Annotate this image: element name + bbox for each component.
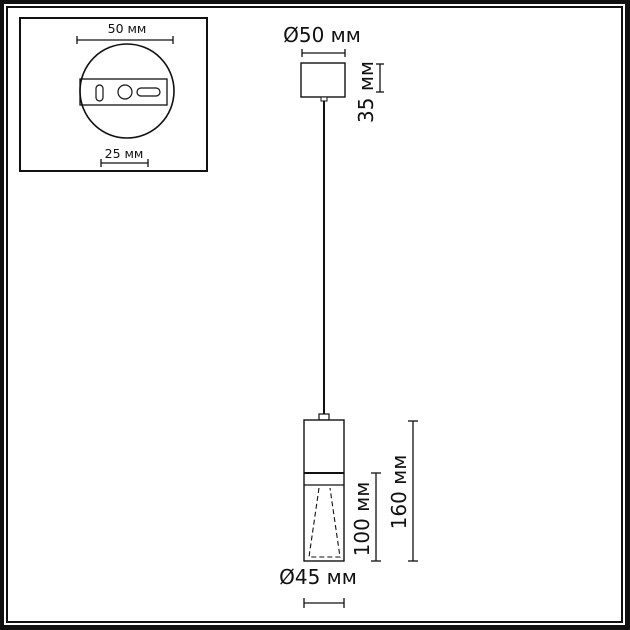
canopy-height-label: 35 мм bbox=[354, 61, 378, 123]
lamp-shade bbox=[303, 413, 345, 562]
total-height-label: 160 мм bbox=[387, 455, 411, 530]
inset-top-label: 50 мм bbox=[108, 21, 147, 36]
lower-height-label: 100 мм bbox=[350, 482, 374, 557]
total-height-dimension bbox=[408, 420, 418, 562]
mounting-bracket bbox=[79, 78, 168, 106]
shade-diameter-label: Ø45 мм bbox=[279, 565, 357, 589]
inset-mount-top-view: 50 мм 25 мм bbox=[19, 17, 208, 172]
dimension-line-25 bbox=[100, 159, 149, 167]
bracket-center-hole bbox=[117, 84, 133, 100]
canopy-diameter-dimension bbox=[301, 49, 346, 57]
inset-bottom-label: 25 мм bbox=[105, 146, 144, 161]
lower-height-dimension bbox=[371, 472, 381, 562]
shade-cable-entry bbox=[318, 413, 330, 421]
cable-grip bbox=[320, 96, 328, 102]
shade-diameter-dimension bbox=[303, 598, 345, 608]
canopy-body bbox=[300, 62, 346, 98]
canopy-side-view: Ø50 мм 35 мм bbox=[283, 23, 384, 123]
bracket-slot-horizontal bbox=[136, 87, 161, 97]
inner-cone-dashed bbox=[308, 487, 341, 558]
bracket-slot-vertical bbox=[95, 84, 104, 102]
canopy-diameter-label: Ø50 мм bbox=[283, 23, 361, 47]
canopy-height-dimension bbox=[376, 63, 384, 93]
shade-body bbox=[303, 419, 345, 562]
dimension-line-50 bbox=[76, 36, 174, 44]
